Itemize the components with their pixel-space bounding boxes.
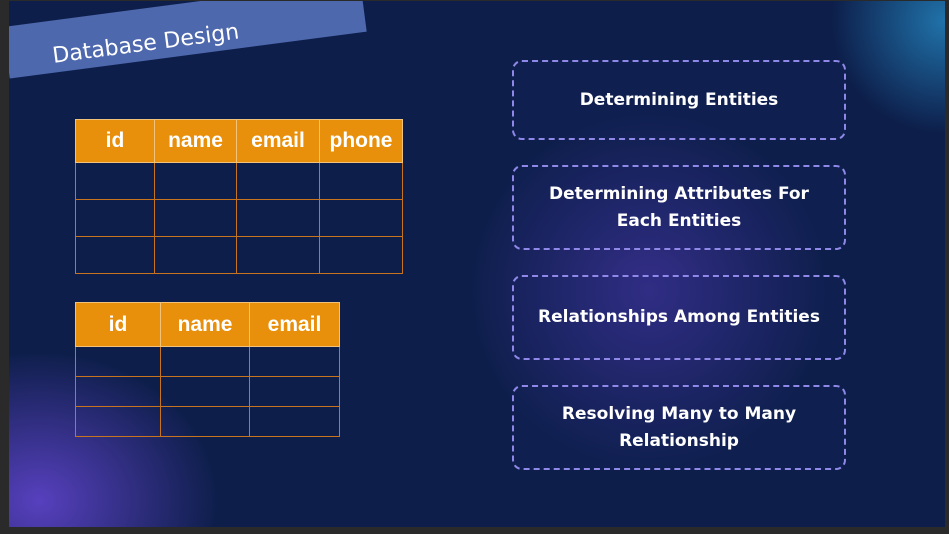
table-cell bbox=[75, 406, 161, 437]
step-box-relationships: Relationships Among Entities bbox=[512, 275, 846, 360]
table-row bbox=[75, 162, 403, 200]
column-header-name: name bbox=[160, 302, 250, 347]
table-cell bbox=[249, 346, 340, 377]
table-header-row: id name email bbox=[75, 302, 340, 347]
table-cell bbox=[236, 236, 320, 274]
table-cell bbox=[160, 376, 250, 407]
table-cell bbox=[75, 199, 155, 237]
table-cell bbox=[75, 346, 161, 377]
table-row bbox=[75, 346, 340, 377]
step-label: Determining Attributes For Each Entities bbox=[549, 183, 809, 231]
table-cell bbox=[75, 162, 155, 200]
table-cell bbox=[319, 199, 403, 237]
table-cell bbox=[154, 199, 237, 237]
table-cell bbox=[160, 346, 250, 377]
step-label: Determining Entities bbox=[579, 89, 779, 110]
entity-table-users: id name email phone bbox=[75, 119, 403, 274]
step-label: Relationships Among Entities bbox=[538, 307, 820, 327]
table-cell bbox=[75, 376, 161, 407]
slide: Database Design id name email phone bbox=[9, 1, 945, 527]
table-cell bbox=[319, 162, 403, 200]
table-row bbox=[75, 199, 403, 237]
table-cell bbox=[75, 236, 155, 274]
column-header-email: email bbox=[236, 119, 320, 163]
table-cell bbox=[154, 162, 237, 200]
table-cell bbox=[236, 199, 320, 237]
step-label: Resolving Many to Many Relationship bbox=[561, 403, 797, 451]
table-cell bbox=[249, 376, 340, 407]
step-box-resolving-many-to-many: Resolving Many to Many Relationship bbox=[512, 385, 846, 470]
table-cell bbox=[236, 162, 320, 200]
column-header-phone: phone bbox=[319, 119, 403, 163]
table-cell bbox=[154, 236, 237, 274]
table-row bbox=[75, 406, 340, 437]
column-header-name: name bbox=[154, 119, 237, 163]
table-cell bbox=[160, 406, 250, 437]
entity-table-contacts: id name email bbox=[75, 302, 340, 437]
step-box-determining-entities: Determining Entities bbox=[512, 60, 846, 140]
column-header-id: id bbox=[75, 302, 161, 347]
column-header-email: email bbox=[249, 302, 340, 347]
step-box-determining-attributes: Determining Attributes For Each Entities bbox=[512, 165, 846, 250]
column-header-id: id bbox=[75, 119, 155, 163]
table-row bbox=[75, 376, 340, 407]
table-cell bbox=[319, 236, 403, 274]
table-cell bbox=[249, 406, 340, 437]
table-row bbox=[75, 236, 403, 274]
table-header-row: id name email phone bbox=[75, 119, 403, 163]
